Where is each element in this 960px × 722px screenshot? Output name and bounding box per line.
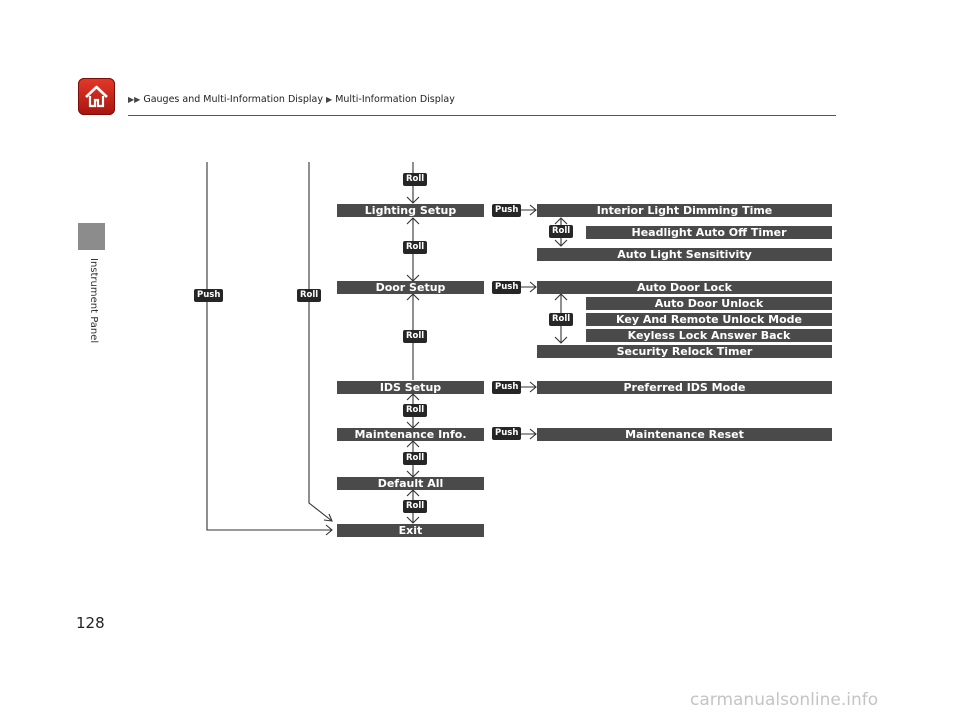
node-exit: Exit <box>337 524 484 537</box>
node-maintenance-info: Maintenance Info. <box>337 428 484 441</box>
node-key-and-remote-unlock-mode: Key And Remote Unlock Mode <box>586 313 832 326</box>
watermark: carmanualsonline.info <box>690 690 879 710</box>
push-tag: Push <box>492 381 522 394</box>
node-preferred-ids-mode: Preferred IDS Mode <box>537 381 832 394</box>
home-icon <box>85 85 108 108</box>
push-tag: Push <box>194 289 224 302</box>
node-auto-door-lock: Auto Door Lock <box>537 281 832 294</box>
breadcrumb-arrow-icon: ▶▶ <box>128 95 141 104</box>
node-interior-light-dimming-time: Interior Light Dimming Time <box>537 204 832 217</box>
breadcrumb: ▶▶ Gauges and Multi-Information Display … <box>128 94 455 105</box>
sidebar-tab <box>78 223 105 250</box>
roll-tag: Roll <box>297 289 322 302</box>
header-divider <box>128 115 836 116</box>
roll-tag: Roll <box>403 173 428 186</box>
roll-tag: Roll <box>549 313 574 326</box>
node-lighting-setup: Lighting Setup <box>337 204 484 217</box>
push-tag: Push <box>492 204 522 217</box>
node-ids-setup: IDS Setup <box>337 381 484 394</box>
breadcrumb-item-gauges[interactable]: Gauges and Multi-Information Display <box>143 94 323 105</box>
roll-tag: Roll <box>403 330 428 343</box>
roll-tag: Roll <box>403 452 428 465</box>
home-button[interactable] <box>78 78 115 115</box>
page-number: 128 <box>76 614 105 632</box>
sidebar-section-label: Instrument Panel <box>88 258 99 344</box>
node-auto-door-unlock: Auto Door Unlock <box>586 297 832 310</box>
node-security-relock-timer: Security Relock Timer <box>537 345 832 358</box>
node-keyless-lock-answer-back: Keyless Lock Answer Back <box>586 329 832 342</box>
push-tag: Push <box>492 281 522 294</box>
breadcrumb-arrow-icon: ▶ <box>326 95 333 104</box>
breadcrumb-item-mid[interactable]: Multi-Information Display <box>335 94 455 105</box>
roll-tag: Roll <box>549 225 574 238</box>
node-door-setup: Door Setup <box>337 281 484 294</box>
node-default-all: Default All <box>337 477 484 490</box>
roll-tag: Roll <box>403 241 428 254</box>
node-auto-light-sensitivity: Auto Light Sensitivity <box>537 248 832 261</box>
node-headlight-auto-off-timer: Headlight Auto Off Timer <box>586 226 832 239</box>
roll-tag: Roll <box>403 500 428 513</box>
roll-tag: Roll <box>403 404 428 417</box>
push-tag: Push <box>492 427 522 440</box>
node-maintenance-reset: Maintenance Reset <box>537 428 832 441</box>
